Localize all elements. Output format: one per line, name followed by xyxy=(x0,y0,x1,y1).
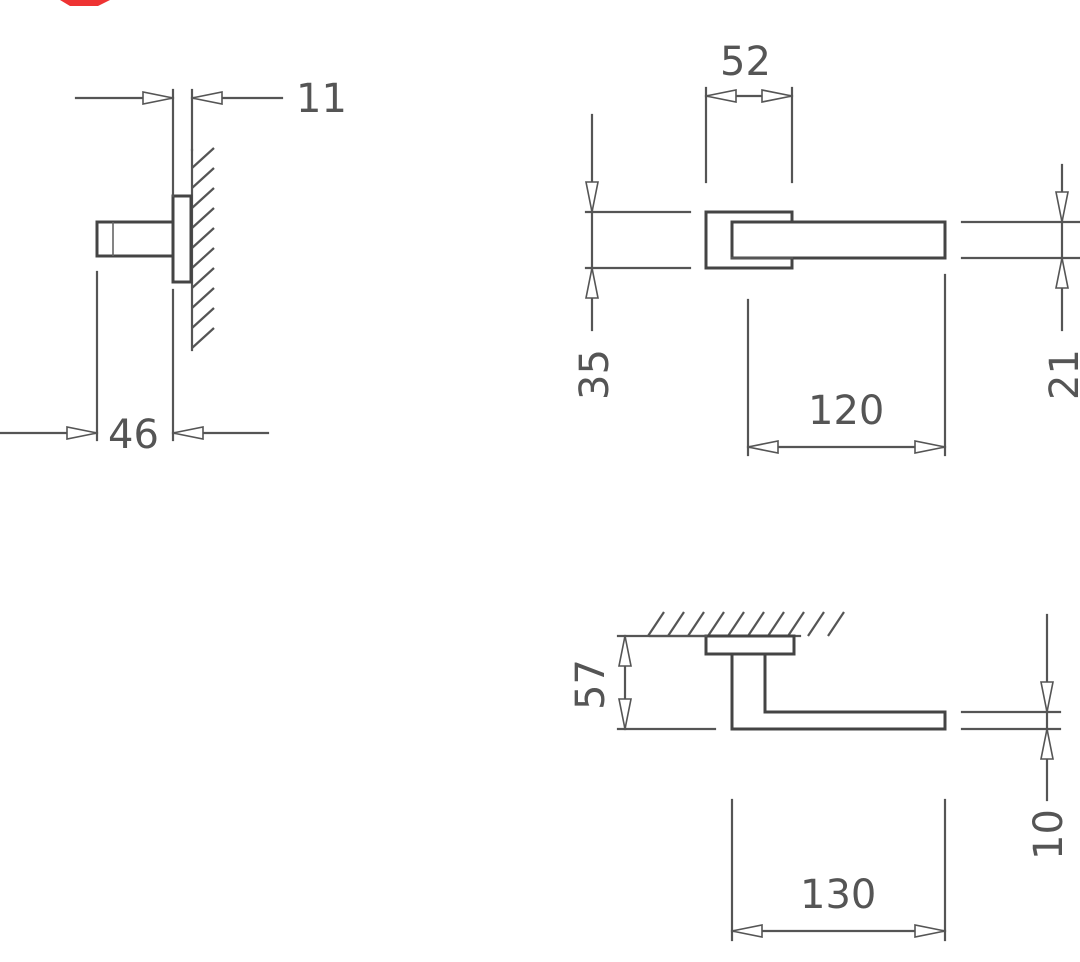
front-view: 52 35 21 120 xyxy=(572,39,1080,457)
wall-hatching-side xyxy=(190,147,215,352)
dim-front-bottom: 120 xyxy=(808,388,884,434)
dim-front-right: 21 xyxy=(1042,349,1080,400)
side-rosette xyxy=(171,194,193,284)
dim-top-right: 10 xyxy=(1026,809,1072,860)
top-rosette xyxy=(704,634,796,656)
side-lever xyxy=(95,220,175,258)
wall-hatching-top xyxy=(647,611,845,638)
front-lever xyxy=(730,220,947,260)
top-view: 57 10 130 xyxy=(568,611,1072,942)
top-lever xyxy=(730,652,947,731)
dim-top-bottom: 130 xyxy=(800,872,876,918)
side-view: 11 46 xyxy=(0,76,347,458)
dim-front-top: 52 xyxy=(720,39,771,85)
dim-front-left: 35 xyxy=(572,349,618,400)
dim-top-left: 57 xyxy=(568,659,614,710)
dim-side-bottom: 46 xyxy=(108,412,159,458)
dim-side-top: 11 xyxy=(296,76,347,122)
corner-mark xyxy=(60,0,110,6)
